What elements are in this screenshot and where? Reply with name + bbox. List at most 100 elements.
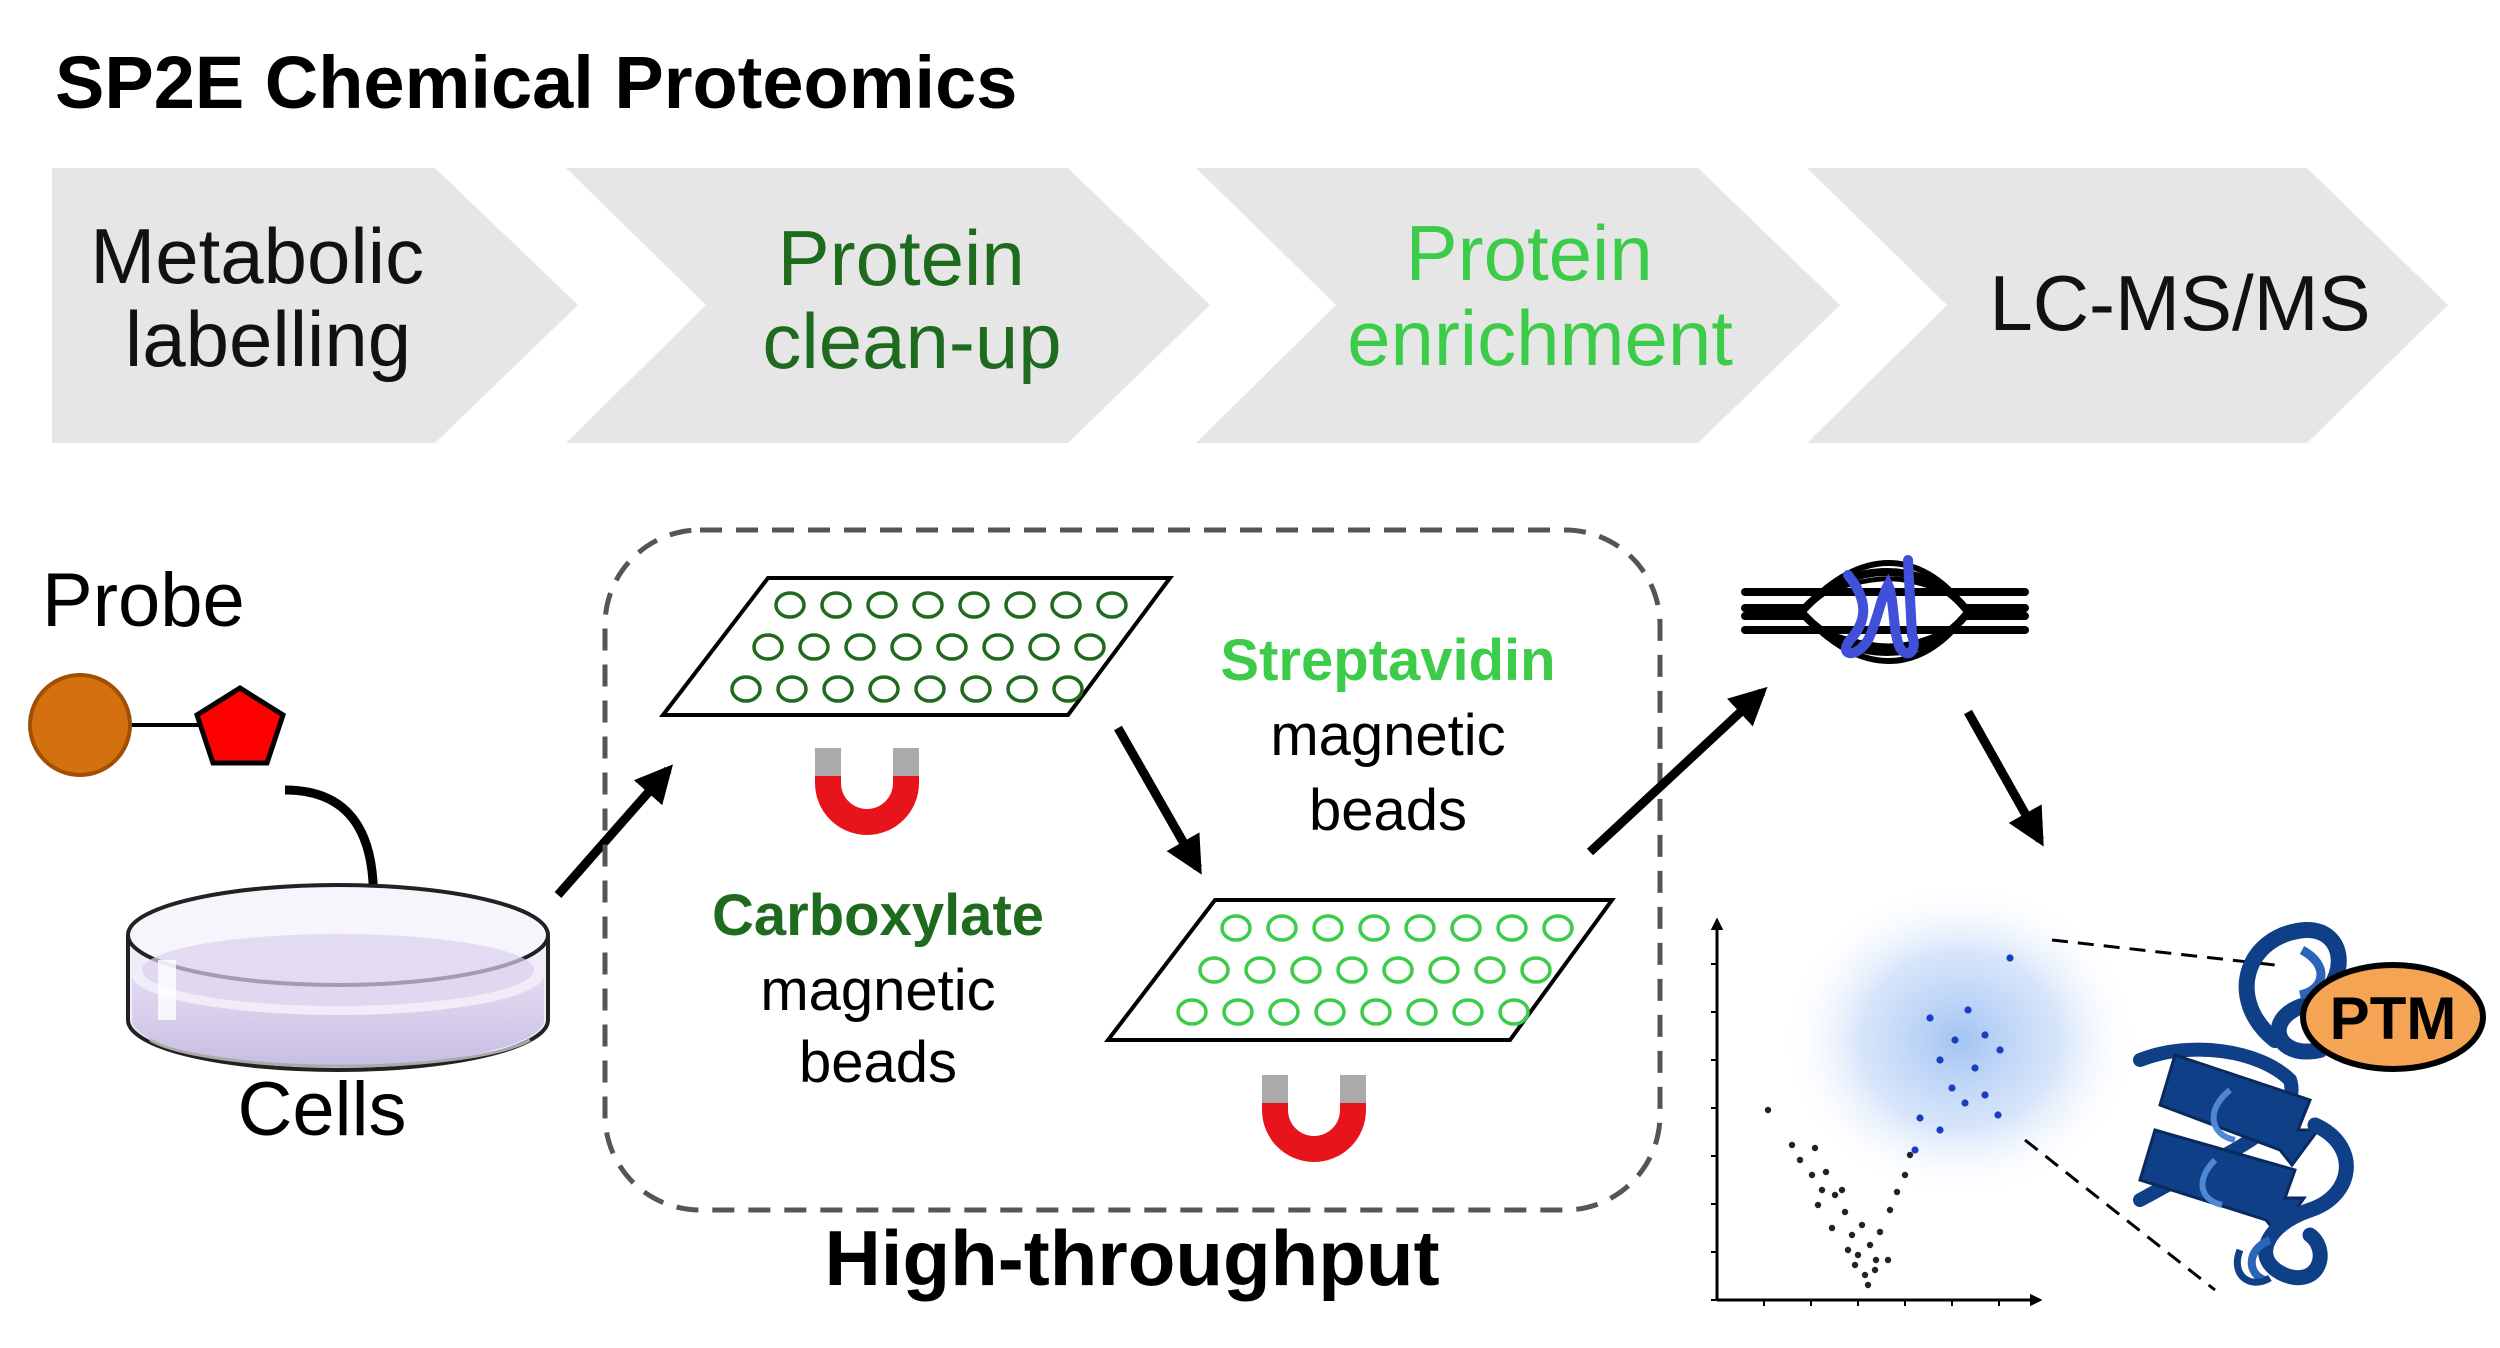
- step-chevron-2: [566, 168, 1210, 443]
- carboxylate-bead-plate: [658, 576, 1174, 717]
- plot-point-enriched: [1994, 1111, 2002, 1119]
- streptavidin-sub2: beads: [1309, 778, 1467, 843]
- ms-to-results-arrow: [1964, 709, 2044, 847]
- high-throughput-box: [602, 527, 1663, 1213]
- carboxylate-sub2: beads: [799, 1030, 957, 1095]
- streptavidin-sub1: magnetic: [1270, 703, 1505, 768]
- protein-structure-icon: [2133, 922, 2356, 1286]
- high-throughput-label: High-throughput: [824, 1214, 1439, 1302]
- magnetic-bead: [1406, 998, 1438, 1026]
- step-chevron-3: [1196, 168, 1840, 443]
- carboxylate-label: Carboxylate: [712, 883, 1044, 948]
- zoom-line-bottom: [2024, 1138, 2216, 1292]
- plot-point: [1858, 1221, 1866, 1229]
- plot-point: [1851, 1261, 1859, 1269]
- step-2-line1: Protein: [778, 214, 1025, 302]
- plot-point: [1841, 1208, 1849, 1216]
- magnetic-bead: [1428, 956, 1460, 984]
- magnetic-bead: [1198, 956, 1230, 984]
- plot-point: [1886, 1206, 1894, 1214]
- plot-point: [1844, 1246, 1852, 1254]
- plot-point: [1866, 1241, 1874, 1249]
- magnetic-bead: [1450, 914, 1482, 942]
- enriched-region-glow: [1780, 880, 2140, 1200]
- magnetic-bead: [1496, 914, 1528, 942]
- magnetic-bead: [1474, 956, 1506, 984]
- plot-point: [1808, 1171, 1816, 1179]
- magnetic-bead: [1382, 956, 1414, 984]
- plot-point: [1876, 1228, 1884, 1236]
- plot-point: [1822, 1168, 1830, 1176]
- magnetic-bead: [798, 633, 830, 661]
- volcano-plot: [1710, 880, 2276, 1307]
- step-1-line1: Metabolic: [90, 212, 424, 300]
- plot-point-enriched: [1936, 1056, 1944, 1064]
- plot-point: [1796, 1156, 1804, 1164]
- zoom-line-top: [2051, 938, 2276, 967]
- step-chevron-1: [52, 168, 578, 443]
- streptavidin-label: Streptavidin: [1220, 628, 1555, 693]
- ptm-label: PTM: [2330, 985, 2457, 1052]
- plot-point: [1814, 1201, 1822, 1209]
- magnetic-bead: [1052, 675, 1084, 703]
- step-protein-cleanup: Protein clean-up: [566, 168, 1210, 443]
- step-3-line1: Protein: [1406, 209, 1653, 297]
- magnetic-bead: [958, 591, 990, 619]
- magnetic-bead: [936, 633, 968, 661]
- magnetic-bead: [1314, 998, 1346, 1026]
- plot-point: [1861, 1271, 1869, 1279]
- magnetic-bead: [822, 675, 854, 703]
- magnetic-bead: [890, 633, 922, 661]
- magnetic-bead: [752, 633, 784, 661]
- magnet-icon: [815, 748, 919, 835]
- plot-point-enriched: [1981, 1091, 1989, 1099]
- plot-point-enriched: [1911, 1146, 1919, 1154]
- plot-point-enriched: [1936, 1126, 1944, 1134]
- magnetic-bead: [776, 675, 808, 703]
- step-3-line2: enrichment: [1347, 294, 1733, 382]
- step-lc-ms-ms: LC-MS/MS: [1807, 168, 2448, 443]
- magnetic-bead: [1074, 633, 1106, 661]
- magnetic-bead: [1336, 956, 1368, 984]
- cells-to-cleanup-arrow: [554, 764, 673, 898]
- magnetic-bead: [1006, 675, 1038, 703]
- plot-point: [1872, 1256, 1880, 1264]
- magnetic-bead: [1542, 914, 1574, 942]
- magnetic-bead: [1096, 591, 1128, 619]
- plot-point: [1901, 1171, 1909, 1179]
- plot-point: [1828, 1224, 1836, 1232]
- plot-point-enriched: [1926, 1014, 1934, 1022]
- svg-text:Protein clean-up: Protein clean-up: [762, 214, 1061, 385]
- probe-label: Probe: [42, 558, 245, 643]
- probe-molecule: Probe: [28, 558, 286, 777]
- magnetic-bead: [1452, 998, 1484, 1026]
- step-2-line2: clean-up: [762, 297, 1061, 385]
- svg-text:Protein enrichment: Protein enrichment: [1347, 209, 1733, 382]
- magnetic-bead: [1004, 591, 1036, 619]
- step-chevron-4: [1807, 168, 2448, 443]
- plot-point-enriched: [1951, 1036, 1959, 1044]
- magnetic-bead: [844, 633, 876, 661]
- magnet-icon: [1262, 1075, 1366, 1162]
- plot-point-enriched: [1971, 1064, 1979, 1072]
- petri-dish: [126, 883, 550, 1072]
- magnetic-bead: [1222, 998, 1254, 1026]
- plot-point-enriched: [1981, 1031, 1989, 1039]
- plot-point: [1906, 1151, 1914, 1159]
- plot-point-enriched: [1964, 1006, 1972, 1014]
- plot-point: [1871, 1266, 1879, 1274]
- magnetic-bead: [1220, 914, 1252, 942]
- magnetic-bead: [1268, 998, 1300, 1026]
- workflow-steps: Metabolic labelling Protein clean-up Pro…: [52, 168, 2448, 443]
- plot-point: [1848, 1231, 1856, 1239]
- plot-point-enriched: [1996, 1046, 2004, 1054]
- magnetic-bead: [1050, 591, 1082, 619]
- plot-point-enriched: [1916, 1114, 1924, 1122]
- step-metabolic-labelling: Metabolic labelling: [52, 168, 578, 443]
- magnetic-bead: [982, 633, 1014, 661]
- magnetic-bead: [960, 675, 992, 703]
- magnetic-bead: [1244, 956, 1276, 984]
- magnetic-bead: [866, 591, 898, 619]
- plot-point: [1788, 1141, 1796, 1149]
- figure-title: SP2E Chemical Proteomics: [55, 41, 1017, 124]
